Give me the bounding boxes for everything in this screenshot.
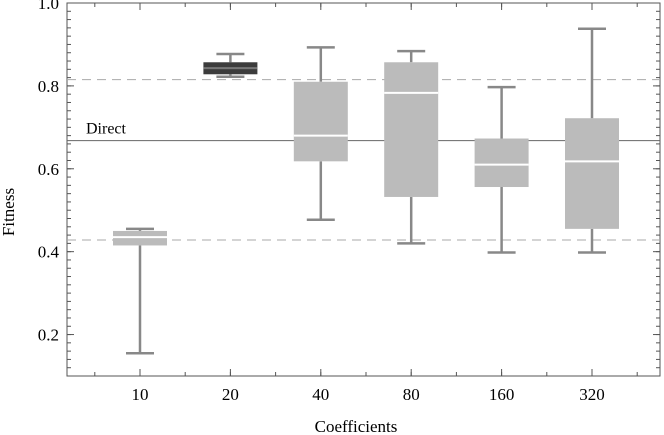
plot-frame [66,2,661,377]
box-80 [384,49,439,245]
x-tick-label: 20 [222,385,239,404]
box-10 [113,227,167,355]
box-body [293,81,348,162]
y-axis-title: Fitness [0,188,18,236]
reference-line-label: Direct [86,121,127,138]
y-tick-label: 0.6 [38,160,59,179]
y-tick-label: 0.8 [38,77,59,96]
x-tick-label: 10 [132,385,149,404]
y-tick-label: 0.2 [38,326,59,345]
x-tick-label: 40 [312,385,329,404]
x-tick-label: 160 [489,385,515,404]
box-body [384,62,439,197]
box-body [565,118,619,229]
y-tick-label: 1.0 [38,0,59,13]
box-20 [203,52,258,79]
y-tick-label: 0.4 [38,243,60,262]
x-tick-label: 320 [579,385,605,404]
x-tick-label: 80 [403,385,420,404]
box-40 [293,46,348,222]
x-axis-title: Coefficients [315,417,398,435]
box-body [113,230,167,246]
box-body [474,138,529,188]
box-160 [474,85,529,254]
box-320 [565,27,619,254]
